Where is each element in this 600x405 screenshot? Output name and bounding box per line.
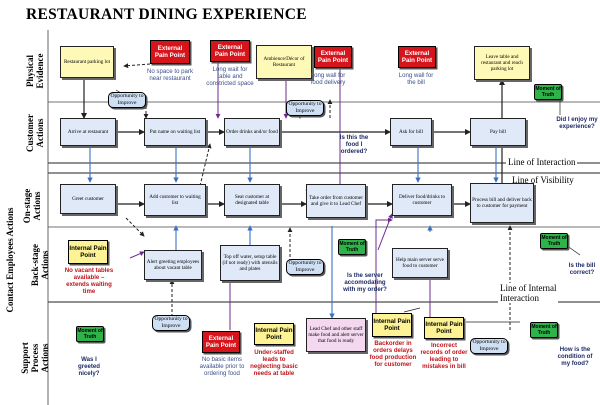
step-top-off-water: Top off water, setup table (if not ready…	[220, 245, 280, 281]
page-title: RESTAURANT DINING EXPERIENCE	[26, 6, 307, 23]
note-no-basic-items: No basic items available prior to orderi…	[199, 356, 245, 377]
internal-pain-point-callout: Internal Pain Point	[68, 240, 108, 264]
question-food-ordered: Is this the food I ordered?	[339, 134, 369, 155]
internal-pain-point-callout: Internal Pain Point	[424, 317, 464, 339]
note-long-wait-table: Long wait for table and constricted spac…	[206, 66, 254, 87]
external-pain-point-callout: External Pain Point	[210, 40, 250, 62]
moment-of-truth-callout: Moment of Truth	[338, 239, 366, 255]
opportunity-to-improve-callout: Opportunity to Improve	[470, 338, 508, 354]
step-order-drinks-food: Order drinks and/or food	[224, 118, 280, 146]
step-ambience-decor: Ambience/Décor of Restaurant	[256, 45, 312, 79]
step-greet-customer: Greet customer	[60, 184, 116, 214]
question-food-condition: How is the condition of my food?	[557, 346, 593, 367]
question-greeted-nicely: Was I greeted nicely?	[77, 356, 100, 377]
opportunity-to-improve-callout: Opportunity to Improve	[108, 92, 146, 108]
note-incorrect-records: Incorrect records of order leading to mi…	[420, 342, 468, 370]
external-pain-point-callout: External Pain Point	[202, 331, 240, 353]
step-ask-for-bill: Ask for bill	[390, 118, 432, 146]
opportunity-to-improve-callout: Opportunity to Improve	[286, 259, 324, 275]
opportunity-to-improve-callout: Opportunity to Improve	[152, 315, 190, 331]
step-seat-customer: Seat customer at designated table	[224, 184, 280, 216]
step-take-order: Take order from customer and give it to …	[306, 184, 366, 218]
step-arrive-at-restaurant: Arrive at restaurant	[60, 118, 116, 146]
moment-of-truth-callout: Moment of Truth	[534, 84, 562, 100]
lane-label-contact-employees: Contact Employees Actions	[5, 207, 15, 313]
step-add-customer-to-waiting-list: Add customer to waiting list	[144, 184, 206, 216]
question-enjoy-experience: Did I enjoy my experience?	[556, 116, 598, 130]
moment-of-truth-callout: Moment of Truth	[540, 233, 568, 249]
note-long-wall-bill: Long wall for the bill	[398, 72, 434, 86]
external-pain-point-callout: External Pain Point	[150, 40, 190, 64]
note-understaffed: Under-staffed leads to neglecting basic …	[250, 349, 298, 377]
opportunity-to-improve-callout: Opportunity to Improve	[286, 100, 324, 116]
line-of-interaction-label: Line of Interaction	[506, 157, 578, 167]
step-help-main-server: Help main server serve food to customer	[392, 248, 448, 278]
internal-pain-point-callout: Internal Pain Point	[372, 313, 412, 337]
internal-pain-point-callout: Internal Pain Point	[254, 323, 294, 345]
question-server-accommodating: Is the server accomodating with my order…	[343, 272, 387, 293]
step-pay-bill: Pay bill	[470, 118, 526, 146]
step-leave-table: Leave table and restaurant and reach par…	[474, 46, 530, 80]
step-restaurant-parking-lot: Restaurant parking lot	[60, 46, 114, 78]
external-pain-point-callout: External Pain Point	[314, 46, 352, 68]
step-put-name-on-waiting-list: Put name on waiting list	[144, 118, 206, 146]
step-lead-chef: Lead Chef and other staff make food and …	[306, 318, 366, 352]
note-backorder: Backorder in orders delays food producti…	[369, 340, 417, 368]
external-pain-point-callout: External Pain Point	[398, 46, 436, 68]
moment-of-truth-callout: Moment of Truth	[530, 322, 558, 338]
note-long-wall-food: Long wall for food delivery	[310, 72, 346, 86]
line-of-visibility-label: Line of Visibility	[510, 175, 576, 185]
note-no-vacant-tables: No vacant tables available – extends wai…	[64, 267, 114, 295]
question-bill-correct: Is the bill correct?	[568, 262, 596, 276]
note-no-parking: No space to park near restaurant	[146, 68, 194, 82]
step-deliver-food-drinks: Deliver food/drinks to customer	[392, 184, 452, 216]
step-alert-greeting-employees: Alert greeting employees about vacant ta…	[144, 250, 202, 280]
step-process-bill: Process bill and deliver back to custome…	[470, 183, 534, 223]
moment-of-truth-callout: Moment of Truth	[76, 326, 104, 342]
